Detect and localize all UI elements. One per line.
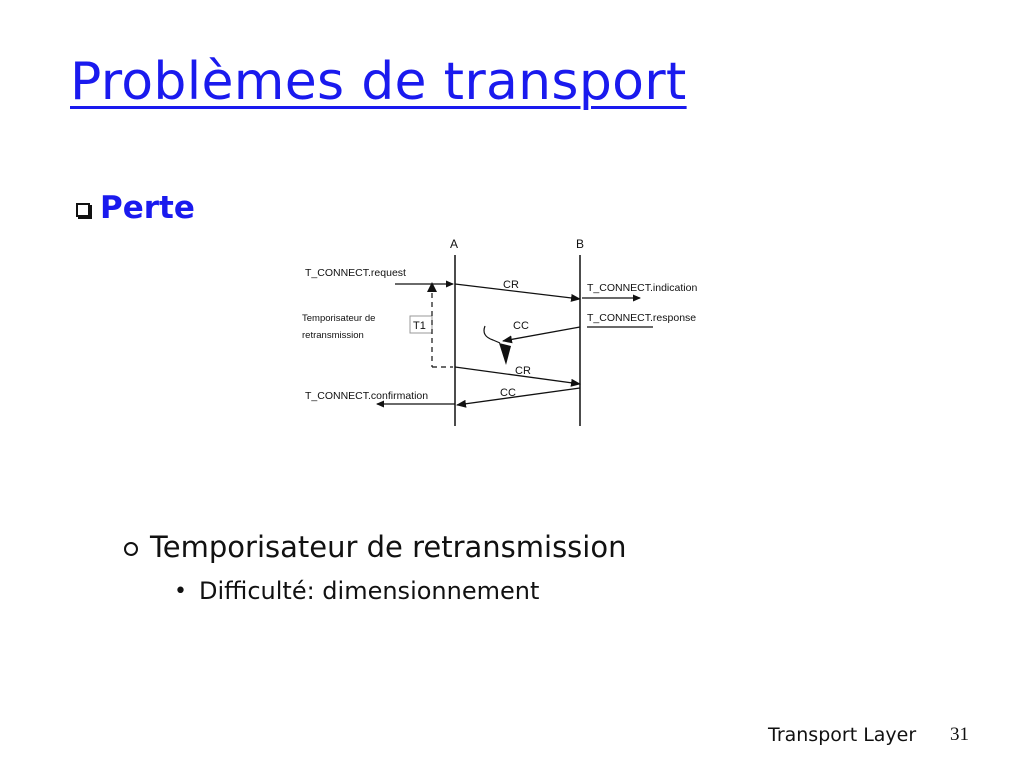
- square-bullet-icon: [76, 203, 90, 217]
- msg-cc-2-label: CC: [500, 387, 516, 399]
- page-number: 31: [950, 724, 969, 745]
- bullet-perte: Perte: [76, 190, 195, 226]
- msg-cc-1-arrow: [502, 326, 581, 344]
- bullet-difficulte: • Difficulté: dimensionnement: [174, 577, 539, 605]
- bullet-difficulte-label: Difficulté: dimensionnement: [198, 577, 540, 605]
- label-timer-line1: Temporisateur de: [302, 313, 375, 324]
- bullet-perte-label: Perte: [100, 190, 195, 226]
- msg-cr-1-label: CR: [503, 279, 519, 291]
- sequence-diagram: A B T_CONNECT.request Temporisateur de r…: [302, 237, 697, 426]
- label-connect-request: T_CONNECT.request: [305, 267, 406, 279]
- msg-cc-1-label: CC: [513, 320, 529, 332]
- dot-bullet-icon: •: [174, 578, 187, 604]
- label-connect-indication: T_CONNECT.indication: [587, 282, 697, 294]
- entity-b-label: B: [576, 237, 584, 251]
- timer-label: T1: [413, 320, 426, 332]
- timer-arrow-up-icon: [427, 282, 437, 292]
- entity-a-label: A: [450, 237, 458, 251]
- slide-title: Problèmes de transport: [70, 52, 687, 112]
- loss-arrow-icon: [499, 343, 511, 365]
- label-connect-response: T_CONNECT.response: [587, 312, 696, 324]
- circle-bullet-icon: [124, 542, 138, 556]
- msg-cr-2-arrow: [454, 366, 581, 387]
- msg-cr-1-arrow: [454, 283, 581, 302]
- label-timer-line2: retransmission: [302, 330, 364, 341]
- bullet-temporisateur: Temporisateur de retransmission: [124, 530, 626, 564]
- footer-text: Transport Layer: [768, 724, 917, 746]
- msg-cc-2-arrow: [456, 387, 581, 408]
- loss-lightning-icon: [483, 325, 501, 344]
- label-connect-confirmation: T_CONNECT.confirmation: [305, 390, 428, 402]
- bullet-temporisateur-label: Temporisateur de retransmission: [150, 530, 627, 564]
- msg-cr-2-label: CR: [515, 365, 531, 377]
